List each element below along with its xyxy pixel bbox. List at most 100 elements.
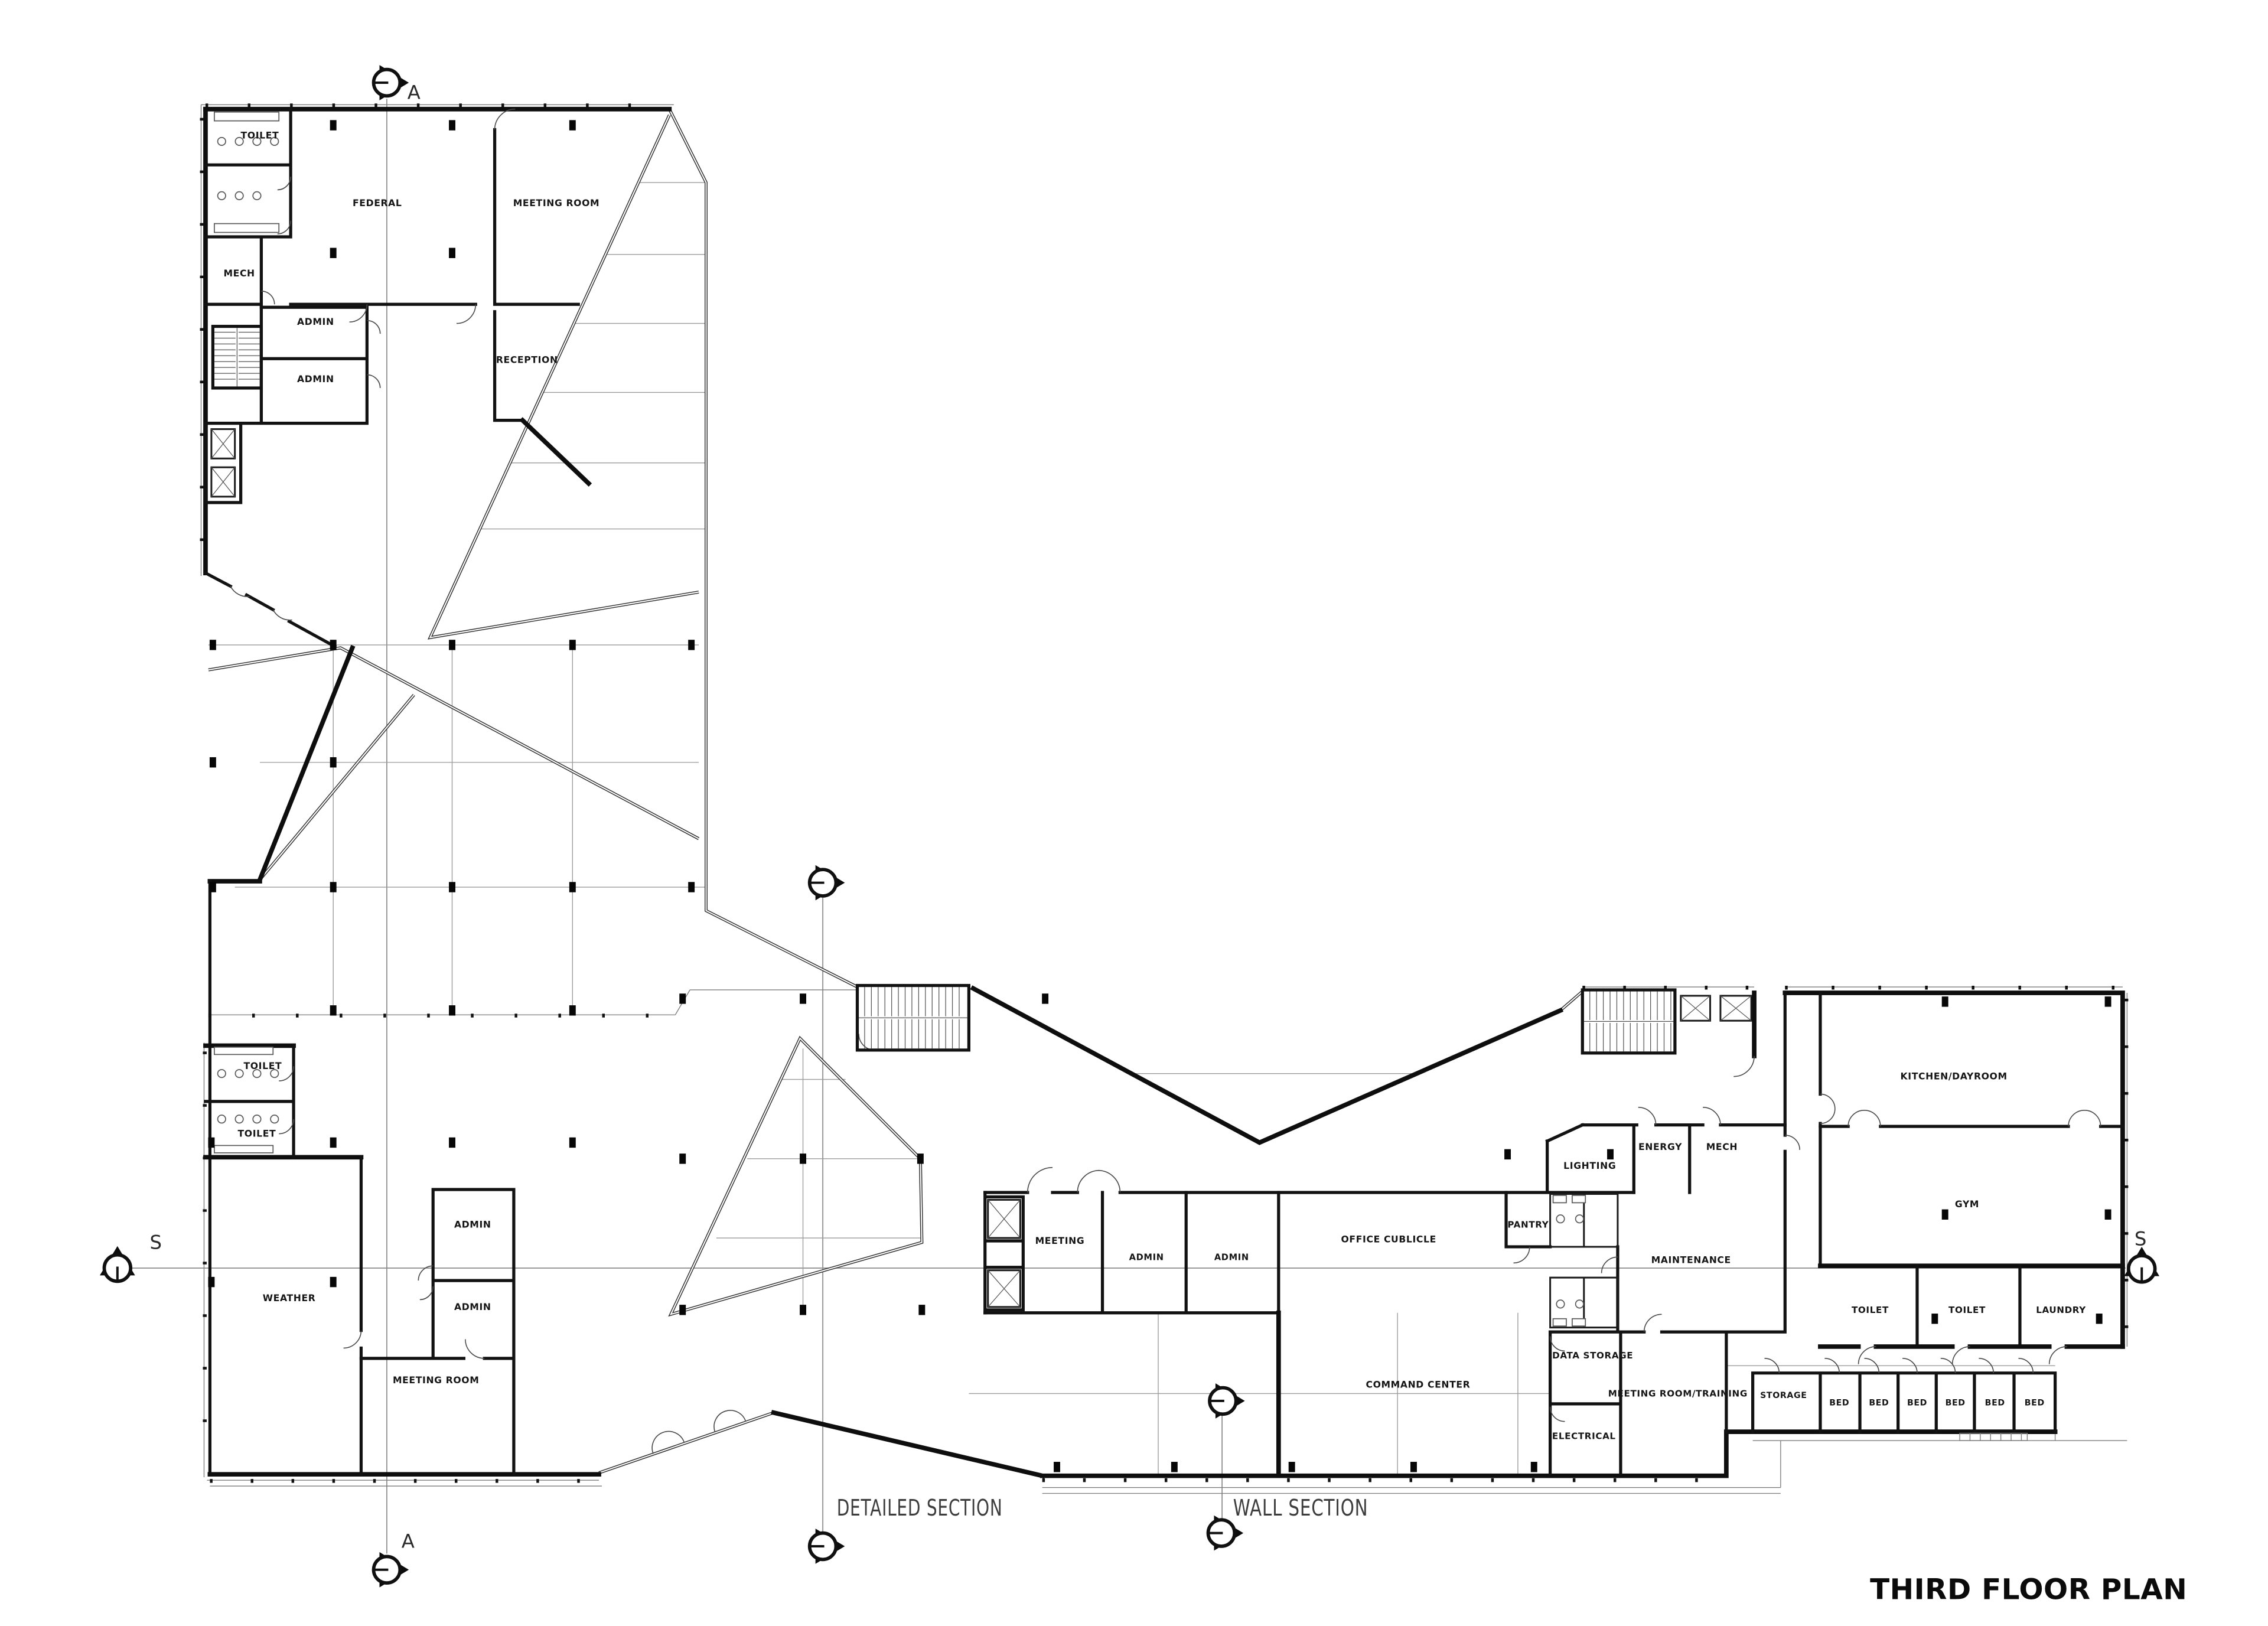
wc-fixture: [252, 1069, 262, 1078]
generated-symbols: TOILET FEDERAL MEETING ROOM MECH ADMIN ADMIN R…: [100, 65, 2187, 1606]
wall-section-marker-bottom: [1206, 1515, 1244, 1551]
wc-fixture: [234, 1069, 244, 1078]
column-marker: [330, 640, 337, 650]
column-marker: [1931, 1314, 1938, 1324]
column-marker: [330, 120, 337, 131]
room-label-bed: BED: [1829, 1398, 1849, 1407]
terrace-hatch: [1959, 1432, 2028, 1441]
column-marker: [1042, 993, 1049, 1004]
room-label-toilet: TOILET: [1852, 1305, 1889, 1315]
column-marker: [209, 640, 216, 650]
room-label-electrical: ELECTRICAL: [1552, 1431, 1616, 1442]
column-marker: [569, 640, 576, 650]
column-marker: [569, 120, 576, 131]
column-marker: [449, 247, 455, 259]
column-marker: [208, 1137, 215, 1148]
door-swings: [230, 108, 2101, 1454]
room-label-admin: ADMIN: [454, 1219, 491, 1230]
room-label-energy: ENERGY: [1638, 1141, 1682, 1152]
section-marker-a-bottom-letter: A: [402, 1530, 415, 1552]
column-marker: [1171, 1462, 1178, 1472]
section-marker-a-top-letter: A: [408, 81, 421, 103]
column-marker: [449, 640, 455, 650]
room-label-toilet: TOILET: [238, 1128, 276, 1139]
room-label-meeting-room: MEETING ROOM: [393, 1374, 479, 1386]
column-marker: [209, 882, 216, 892]
wall-section-marker-plan: [1208, 1383, 1245, 1419]
room-label-bed: BED: [1985, 1398, 2005, 1407]
room-label-kitchen-dayroom: KITCHEN/DAYROOM: [1901, 1071, 2008, 1082]
room-label-weather: WEATHER: [263, 1292, 316, 1304]
column-marker: [800, 1153, 807, 1164]
section-marker-a-bottom: A: [372, 1530, 415, 1588]
column-marker: [1288, 1462, 1295, 1472]
wc-fixture: [234, 1115, 244, 1124]
column-marker: [330, 1005, 337, 1016]
column-marker: [1941, 996, 1948, 1007]
column-marker: [679, 1153, 686, 1164]
column-marker: [2104, 996, 2111, 1007]
column-marker: [330, 757, 337, 768]
column-marker: [800, 993, 807, 1004]
column-marker: [1504, 1149, 1511, 1160]
wc-fixture: [1575, 1299, 1584, 1309]
column-marker: [209, 757, 216, 768]
room-label-federal: FEDERAL: [353, 197, 402, 208]
room-label-admin: ADMIN: [454, 1301, 491, 1312]
stair: [1581, 988, 1677, 1055]
room-label-gym: GYM: [1955, 1198, 1979, 1210]
room-label-bed: BED: [1907, 1398, 1927, 1407]
column-marker: [1941, 1209, 1948, 1220]
wc-fixture: [234, 191, 244, 200]
wc-fixture: [217, 1115, 226, 1124]
elevator-shaft: [1719, 995, 1752, 1022]
room-label-pantry: PANTRY: [1507, 1220, 1549, 1230]
room-label-office-cublicle: OFFICE CUBLICLE: [1341, 1233, 1436, 1244]
room-label-bed: BED: [1869, 1398, 1889, 1407]
column-marker: [917, 1153, 924, 1164]
room-label-reception: RECEPTION: [496, 354, 558, 366]
room-label-mech: MECH: [1706, 1141, 1738, 1152]
wc-fixture: [234, 136, 244, 146]
detailed-section-marker-bottom: [807, 1529, 845, 1564]
room-label-data-storage: DATA STORAGE: [1552, 1350, 1633, 1361]
wc-fixture: [270, 136, 279, 146]
column-marker: [688, 882, 695, 892]
room-label-toilet: TOILET: [243, 1060, 282, 1071]
wc-fixture: [252, 191, 262, 200]
wc-fixture: [252, 1115, 262, 1124]
stair: [211, 324, 263, 390]
wc-fixture: [270, 1115, 279, 1124]
wc-fixture: [1575, 1214, 1584, 1224]
room-label-toilet: TOILET: [1948, 1305, 1986, 1315]
stair: [855, 983, 970, 1052]
bed-door-swing: [1940, 1358, 1956, 1373]
column-marker: [679, 993, 686, 1004]
column-marker: [800, 1305, 807, 1315]
room-label-meeting-room: MEETING ROOM: [513, 197, 599, 208]
column-marker: [330, 247, 337, 259]
column-marker: [679, 1305, 686, 1315]
room-label-bed: BED: [1946, 1398, 1966, 1407]
column-marker: [330, 1276, 337, 1288]
column-marker: [918, 1305, 926, 1315]
column-marker: [569, 1005, 576, 1016]
section-marker-s-right: S: [2124, 1227, 2160, 1284]
room-label-admin: ADMIN: [1214, 1252, 1249, 1262]
section-marker-s-left-letter: S: [150, 1231, 162, 1254]
toilet-fixtures: [214, 111, 1586, 1327]
bed-door-swing: [1902, 1358, 1918, 1373]
room-label-admin: ADMIN: [1129, 1252, 1164, 1262]
column-marker: [1607, 1149, 1614, 1160]
bed-door-swing: [1824, 1358, 1840, 1373]
glass-walls: [208, 108, 1583, 1475]
elevator-shaft: [210, 428, 236, 460]
room-label-toilet: TOILET: [241, 129, 279, 141]
room-label-command-center: COMMAND CENTER: [1366, 1379, 1470, 1390]
room-label-lighting: LIGHTING: [1563, 1160, 1616, 1171]
room-label-laundry: LAUNDRY: [2036, 1305, 2086, 1315]
column-marker: [208, 1276, 215, 1288]
wall-section-title: WALL SECTION: [1233, 1495, 1368, 1521]
